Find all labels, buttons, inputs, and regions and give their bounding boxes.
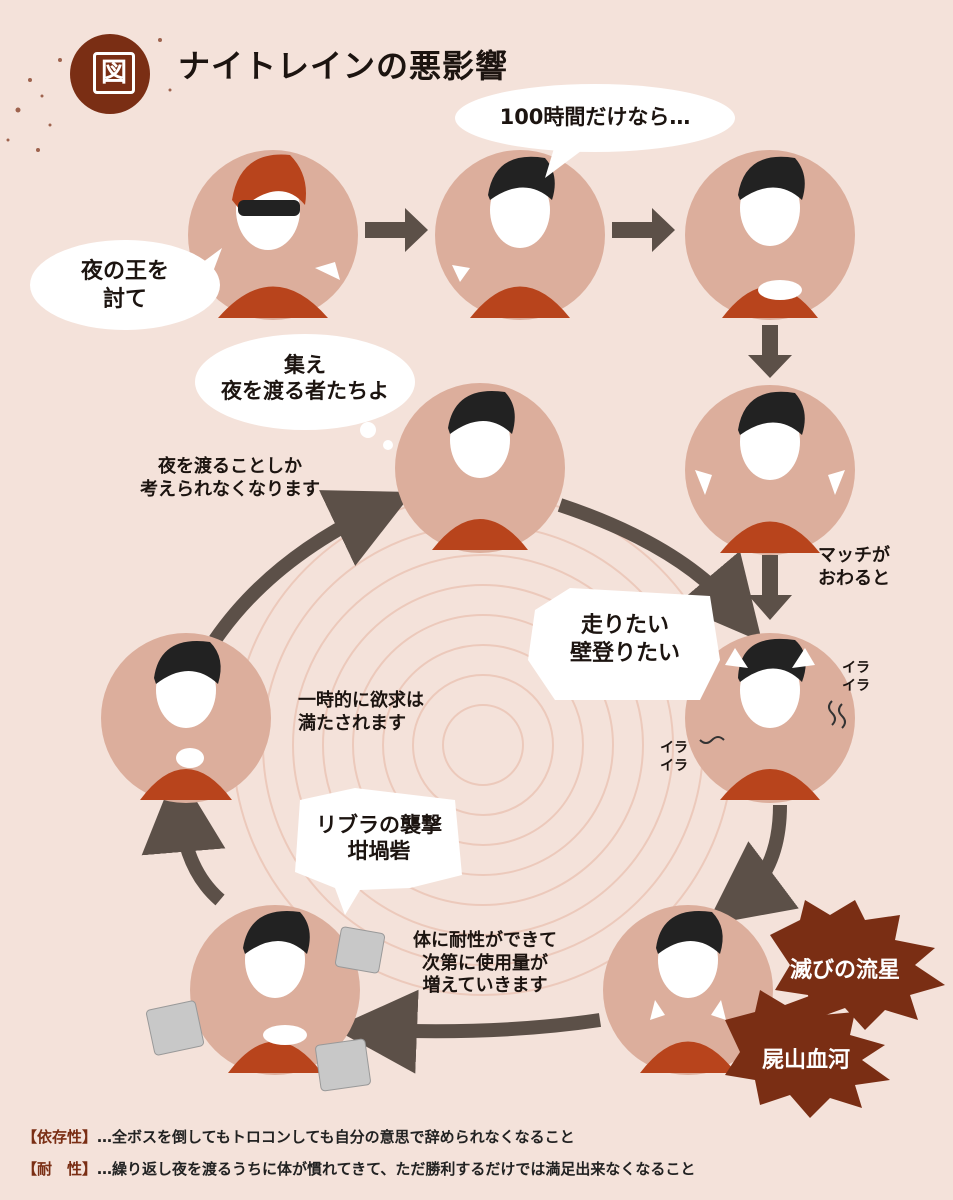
page-title: ナイトレインの悪影響: [178, 47, 509, 85]
bubble-want-run-text: 走りたい 壁登りたい: [569, 613, 680, 666]
bubble-gather-text: 集え 夜を渡る者たちよ: [221, 353, 389, 404]
burst-meteor: [770, 900, 945, 1030]
note-match-ends: マッチが おわると: [818, 545, 890, 589]
bubble-king: [30, 240, 222, 330]
bubble-want-run: [528, 588, 720, 700]
footer-tolerance-key: 【耐 性】: [22, 1160, 98, 1178]
footer-tolerance: 【耐 性】…繰り返し夜を渡るうちに体が慣れてきて、ただ勝利するだけでは満足出来な…: [22, 1158, 695, 1179]
burst-meteor-label: 滅びの流星: [790, 958, 901, 983]
character-hundred-hours: [435, 150, 605, 320]
burst-river: [725, 990, 890, 1118]
character-irritated: [685, 633, 855, 803]
bubble-king-text: 夜の王を 討て: [80, 259, 169, 312]
title-badge-circle: [70, 34, 150, 114]
bubble-gather: [195, 334, 415, 450]
character-angry-bottom: [603, 905, 773, 1075]
footer-dependence-key: 【依存性】: [22, 1128, 98, 1146]
cycle-arrows: [141, 490, 799, 1074]
character-gather: [395, 383, 565, 553]
footer-dependence-text: …全ボスを倒してもトロコンしても自分の意思で辞められなくなること: [97, 1128, 575, 1146]
top-arrows: [365, 208, 792, 620]
bubble-hundred-hours: [455, 84, 735, 178]
footer-tolerance-text: …繰り返し夜を渡るうちに体が慣れてきて、ただ勝利するだけでは満足出来なくなること: [97, 1160, 696, 1178]
note-satisfied: 一時的に欲求は 満たされます: [298, 690, 424, 734]
splatter-dots: [6, 38, 172, 152]
bubble-libra: [295, 788, 462, 915]
footer-dependence: 【依存性】…全ボスを倒してもトロコンしても自分の意思で辞められなくなること: [22, 1126, 575, 1147]
title-badge-icon: 図: [93, 52, 135, 94]
character-grinning: [685, 385, 855, 555]
note-only-think: 夜を渡ることしか 考えられなくなります: [140, 456, 320, 500]
burst-river-label: 屍山血河: [762, 1048, 851, 1073]
character-smiling: [101, 633, 271, 803]
character-king: [188, 150, 358, 320]
note-tolerance: 体に耐性ができて 次第に使用量が 増えていきます: [413, 930, 557, 996]
note-ira-left: イラ イラ: [660, 740, 688, 774]
bubble-hundred-hours-text: 100時間だけなら…: [499, 105, 691, 129]
bubble-libra-text: リブラの襲撃 坩堝砦: [316, 813, 442, 864]
note-ira-right: イラ イラ: [842, 660, 870, 694]
character-worried: [685, 150, 855, 320]
character-tolerance: [146, 905, 386, 1092]
